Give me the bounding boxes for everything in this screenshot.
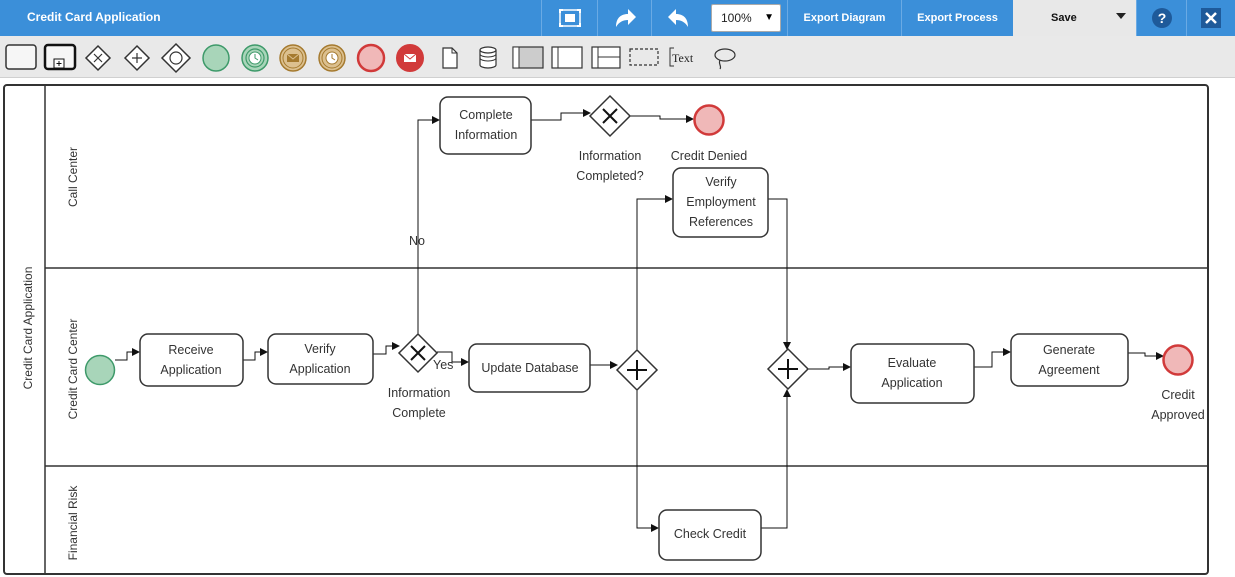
- task-label: Application: [881, 376, 942, 390]
- task-tool-icon[interactable]: [6, 45, 36, 69]
- zoom-select[interactable]: 100% ▼: [711, 4, 781, 32]
- task-label: Evaluate: [888, 356, 937, 370]
- shape-palette: Text: [0, 36, 1235, 78]
- task-label: Agreement: [1038, 363, 1100, 377]
- pool-label: Credit Card Application: [21, 267, 35, 390]
- task-label: Receive: [168, 343, 213, 357]
- event-gateway-tool-icon[interactable]: [162, 44, 190, 72]
- message-end-event-tool-icon[interactable]: [397, 45, 423, 71]
- fit-to-screen-icon: [559, 9, 581, 27]
- gateway-label: Information: [388, 386, 451, 400]
- bpmn-diagram: Credit Card Application Call Center Cred…: [0, 78, 1235, 577]
- task-update-database[interactable]: Update Database: [469, 344, 590, 392]
- flow-label-no: No: [409, 234, 425, 248]
- exclusive-gateway-tool-icon[interactable]: [86, 46, 110, 70]
- close-icon: [1200, 7, 1222, 29]
- flow-label-yes: Yes: [433, 358, 453, 372]
- end-event-tool-icon[interactable]: [358, 45, 384, 71]
- group-tool-icon[interactable]: [630, 49, 658, 65]
- export-diagram-button[interactable]: Export Diagram: [787, 0, 901, 36]
- end-event-credit-denied[interactable]: [695, 106, 724, 135]
- export-diagram-label: Export Diagram: [804, 12, 886, 24]
- start-event-tool-icon[interactable]: [203, 45, 229, 71]
- timer-event-tool-icon[interactable]: [242, 45, 268, 71]
- text-tool-label: Text: [672, 51, 694, 65]
- help-button[interactable]: ?: [1136, 0, 1186, 36]
- task-evaluate-application[interactable]: Evaluate Application: [851, 344, 974, 403]
- lane-split-tool-icon[interactable]: [592, 47, 620, 68]
- gateway-label: Complete: [392, 406, 446, 420]
- redo-icon: [612, 7, 638, 29]
- task-check-credit[interactable]: Check Credit: [659, 510, 761, 560]
- zoom-value: 100%: [721, 11, 752, 25]
- event-label: Credit: [1161, 388, 1195, 402]
- chevron-down-icon: ▼: [764, 12, 774, 23]
- task-complete-information[interactable]: Complete Information: [440, 97, 531, 154]
- task-label: References: [689, 215, 753, 229]
- task-generate-agreement[interactable]: Generate Agreement: [1011, 334, 1128, 386]
- fit-to-screen-button[interactable]: [541, 0, 597, 36]
- top-toolbar: Credit Card Application 100% ▼ Export Di…: [0, 0, 1235, 36]
- export-process-button[interactable]: Export Process: [901, 0, 1013, 36]
- export-process-label: Export Process: [917, 12, 998, 24]
- save-dropdown-arrow-icon[interactable]: [1116, 13, 1126, 19]
- lasso-tool-icon[interactable]: [715, 49, 735, 69]
- lane-label-credit-card-center: Credit Card Center: [66, 319, 80, 420]
- lane-tool-icon[interactable]: [552, 47, 582, 68]
- task-label: Information: [455, 128, 518, 142]
- undo-icon: [666, 7, 692, 29]
- subprocess-tool-icon[interactable]: [45, 45, 75, 69]
- parallel-gateway-tool-icon[interactable]: [125, 46, 149, 70]
- task-label: Check Credit: [674, 527, 747, 541]
- close-button[interactable]: [1186, 0, 1235, 36]
- event-label: Credit Denied: [671, 149, 747, 163]
- lane-label-call-center: Call Center: [66, 147, 80, 207]
- data-store-tool-icon[interactable]: [480, 47, 496, 68]
- app-title: Credit Card Application: [27, 10, 161, 24]
- event-label: Approved: [1151, 408, 1205, 422]
- start-event[interactable]: [86, 356, 115, 385]
- data-object-tool-icon[interactable]: [443, 48, 457, 68]
- save-label: Save: [1051, 12, 1077, 24]
- lane-label-financial-risk: Financial Risk: [66, 485, 80, 561]
- task-receive-application[interactable]: Receive Application: [140, 334, 243, 386]
- svg-text:?: ?: [1157, 10, 1166, 26]
- redo-button[interactable]: [597, 0, 651, 36]
- text-annotation-tool-icon[interactable]: Text: [670, 48, 694, 66]
- end-event-credit-approved[interactable]: [1164, 346, 1193, 375]
- task-label: Verify: [705, 175, 737, 189]
- undo-button[interactable]: [651, 0, 705, 36]
- task-label: Application: [160, 363, 221, 377]
- message-intermediate-event-tool-icon[interactable]: [280, 45, 306, 71]
- task-label: Employment: [686, 195, 756, 209]
- save-button[interactable]: Save: [1013, 0, 1136, 36]
- task-label: Complete: [459, 108, 513, 122]
- task-label: Application: [289, 362, 350, 376]
- gateway-label: Information: [579, 149, 642, 163]
- gateway-label: Completed?: [576, 169, 643, 183]
- task-label: Update Database: [481, 361, 578, 375]
- task-label: Generate: [1043, 343, 1095, 357]
- help-icon: ?: [1151, 7, 1173, 29]
- palette-shapes: Text: [0, 36, 1235, 78]
- diagram-canvas[interactable]: Credit Card Application Call Center Cred…: [0, 78, 1235, 577]
- task-verify-application[interactable]: Verify Application: [268, 334, 373, 384]
- task-label: Verify: [304, 342, 336, 356]
- task-verify-employment-references[interactable]: Verify Employment References: [673, 168, 768, 237]
- timer-intermediate-event-tool-icon[interactable]: [319, 45, 345, 71]
- pool-tool-icon[interactable]: [513, 47, 543, 68]
